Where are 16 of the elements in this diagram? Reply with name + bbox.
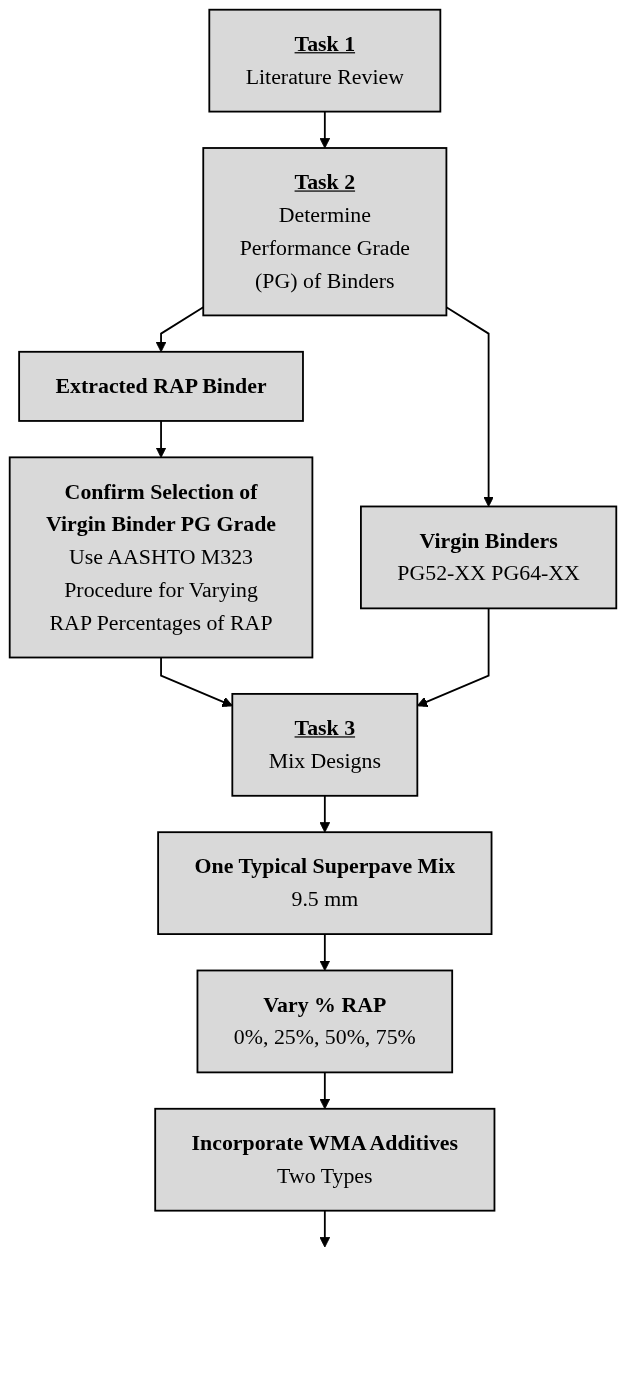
arrow (155, 420, 167, 458)
node-box: Virgin Binders PG52-XX PG64-XX (360, 505, 618, 610)
arrow (319, 794, 331, 833)
node-box: Task 3 Mix Designs (231, 693, 419, 797)
node-box: Confirm Selection of Virgin Binder PG Grade Use AASHTO M323 Procedure for Varying RAP Percentages of RAP (8, 456, 314, 659)
arrow (319, 933, 331, 971)
node-box: Task 2 Determine Performance Grade (PG) of Binders (202, 147, 448, 317)
node-box: Incorporate WMA Additives Two Types (154, 1107, 496, 1212)
arrow (319, 110, 331, 149)
node-box: Vary % RAP 0%, 25%, 50%, 75% (196, 969, 454, 1074)
arrow (319, 1209, 331, 1248)
node-box: Extracted RAP Binder (18, 350, 304, 422)
arrow (160, 656, 233, 707)
arrow (319, 1071, 331, 1110)
node-box: Task 1 Literature Review (208, 8, 442, 113)
node-box: One Typical Superpave Mix 9.5 mm (157, 831, 493, 935)
